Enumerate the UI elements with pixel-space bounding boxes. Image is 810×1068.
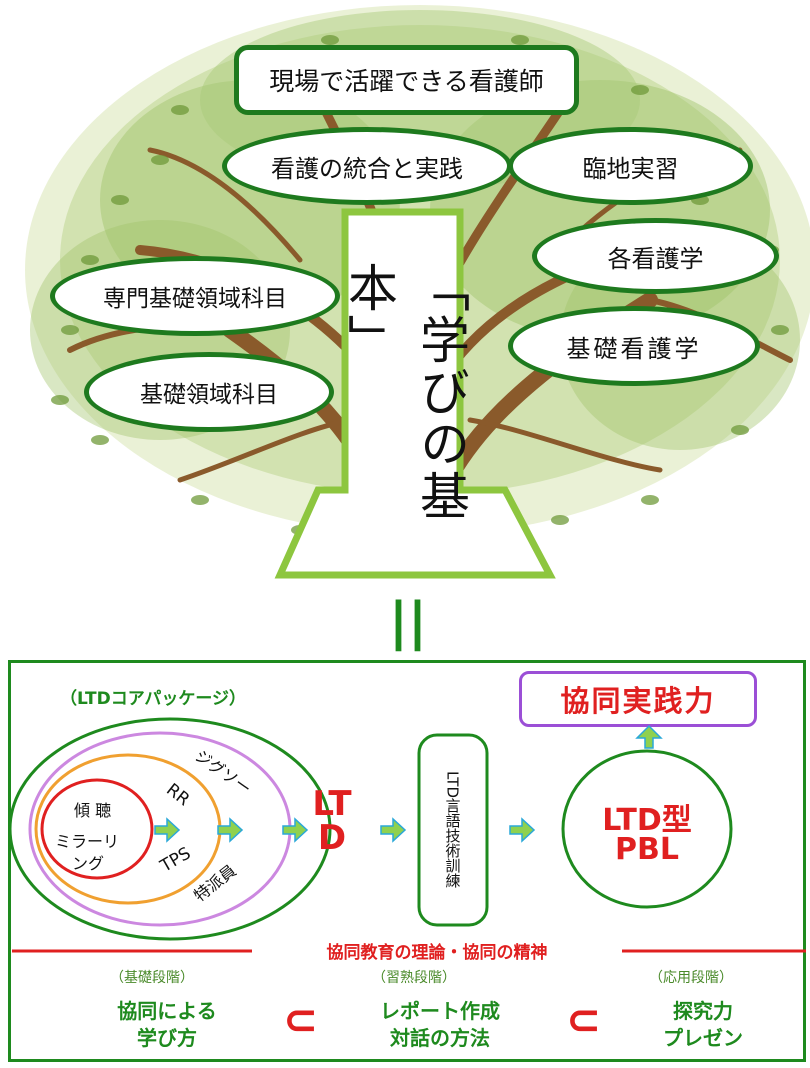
ltd-outer-ellipse [8, 717, 332, 941]
basic-nursing-ellipse: 基礎看護学 [508, 306, 760, 386]
ltd-training-box [417, 733, 489, 927]
arrow-right-icon [380, 817, 407, 843]
integration-text: 看護の統合と実践 [271, 154, 463, 183]
goal-box: 協同実践力 [519, 671, 757, 727]
equals-sign: || [389, 592, 427, 652]
ltd-training-text: LTD言語技術訓練 [443, 771, 462, 889]
stage-applied-label: （応用段階） [649, 970, 733, 986]
stage-applied-line2: プレゼン [663, 1026, 743, 1050]
basic-area-text: 基礎領域科目 [140, 382, 278, 408]
stage-proficient-label: （習熟段階） [372, 970, 456, 986]
ltd-pbl-line2: PBL [615, 832, 679, 867]
mirroring-text-1: ミラーリ [55, 832, 120, 851]
stage-basic-line2: 学び方 [137, 1026, 197, 1050]
specialized-foundation-ellipse: 専門基礎領域科目 [50, 256, 340, 336]
goal-text: 協同実践力 [560, 684, 716, 718]
stage-proficient-line1: レポート作成 [380, 999, 500, 1023]
top-goal-box: 現場で活躍できる看護師 [234, 45, 579, 115]
ltd-pbl-line1: LTD型 [602, 803, 692, 838]
core-package-title: （LTDコアパッケージ） [60, 689, 247, 709]
stage-basic-line1: 協同による [117, 999, 217, 1023]
arrow-up-icon [635, 724, 663, 749]
top-goal-text: 現場で活躍できる看護師 [269, 67, 544, 96]
ltd-big-text: LTD [312, 784, 352, 858]
arrow-right-icon [154, 817, 181, 843]
listening-ellipse [40, 778, 154, 880]
practicum-ellipse: 臨地実習 [508, 127, 753, 205]
listening-text: 傾 聴 [74, 801, 112, 820]
arrow-right-icon [217, 817, 244, 843]
stage-applied-line1: 探究力 [673, 999, 733, 1023]
subset-symbol-2: ⊂ [566, 995, 602, 1044]
theory-text: 協同教育の理論・協同の精神 [326, 943, 548, 963]
basic-nursing-text: 基礎看護学 [566, 334, 702, 363]
arrow-right-icon [282, 817, 309, 843]
nursing-each-ellipse: 各看護学 [532, 218, 779, 294]
arrow-right-icon [509, 817, 536, 843]
basic-area-ellipse: 基礎領域科目 [84, 352, 334, 432]
stage-basic-label: （基礎段階） [110, 970, 194, 986]
nursing-each-text: 各看護学 [607, 244, 704, 273]
practicum-text: 臨地実習 [582, 154, 679, 183]
subset-symbol-1: ⊂ [283, 995, 319, 1044]
ltd-pbl-circle [561, 749, 733, 909]
integration-ellipse: 看護の統合と実践 [222, 127, 512, 205]
specialized-foundation-text: 専門基礎領域科目 [103, 286, 287, 312]
core-package-panel [8, 660, 806, 1062]
mirroring-text-2: ング [72, 854, 105, 873]
trunk-shape [274, 208, 556, 579]
stage-proficient-line2: 対話の方法 [390, 1026, 490, 1050]
